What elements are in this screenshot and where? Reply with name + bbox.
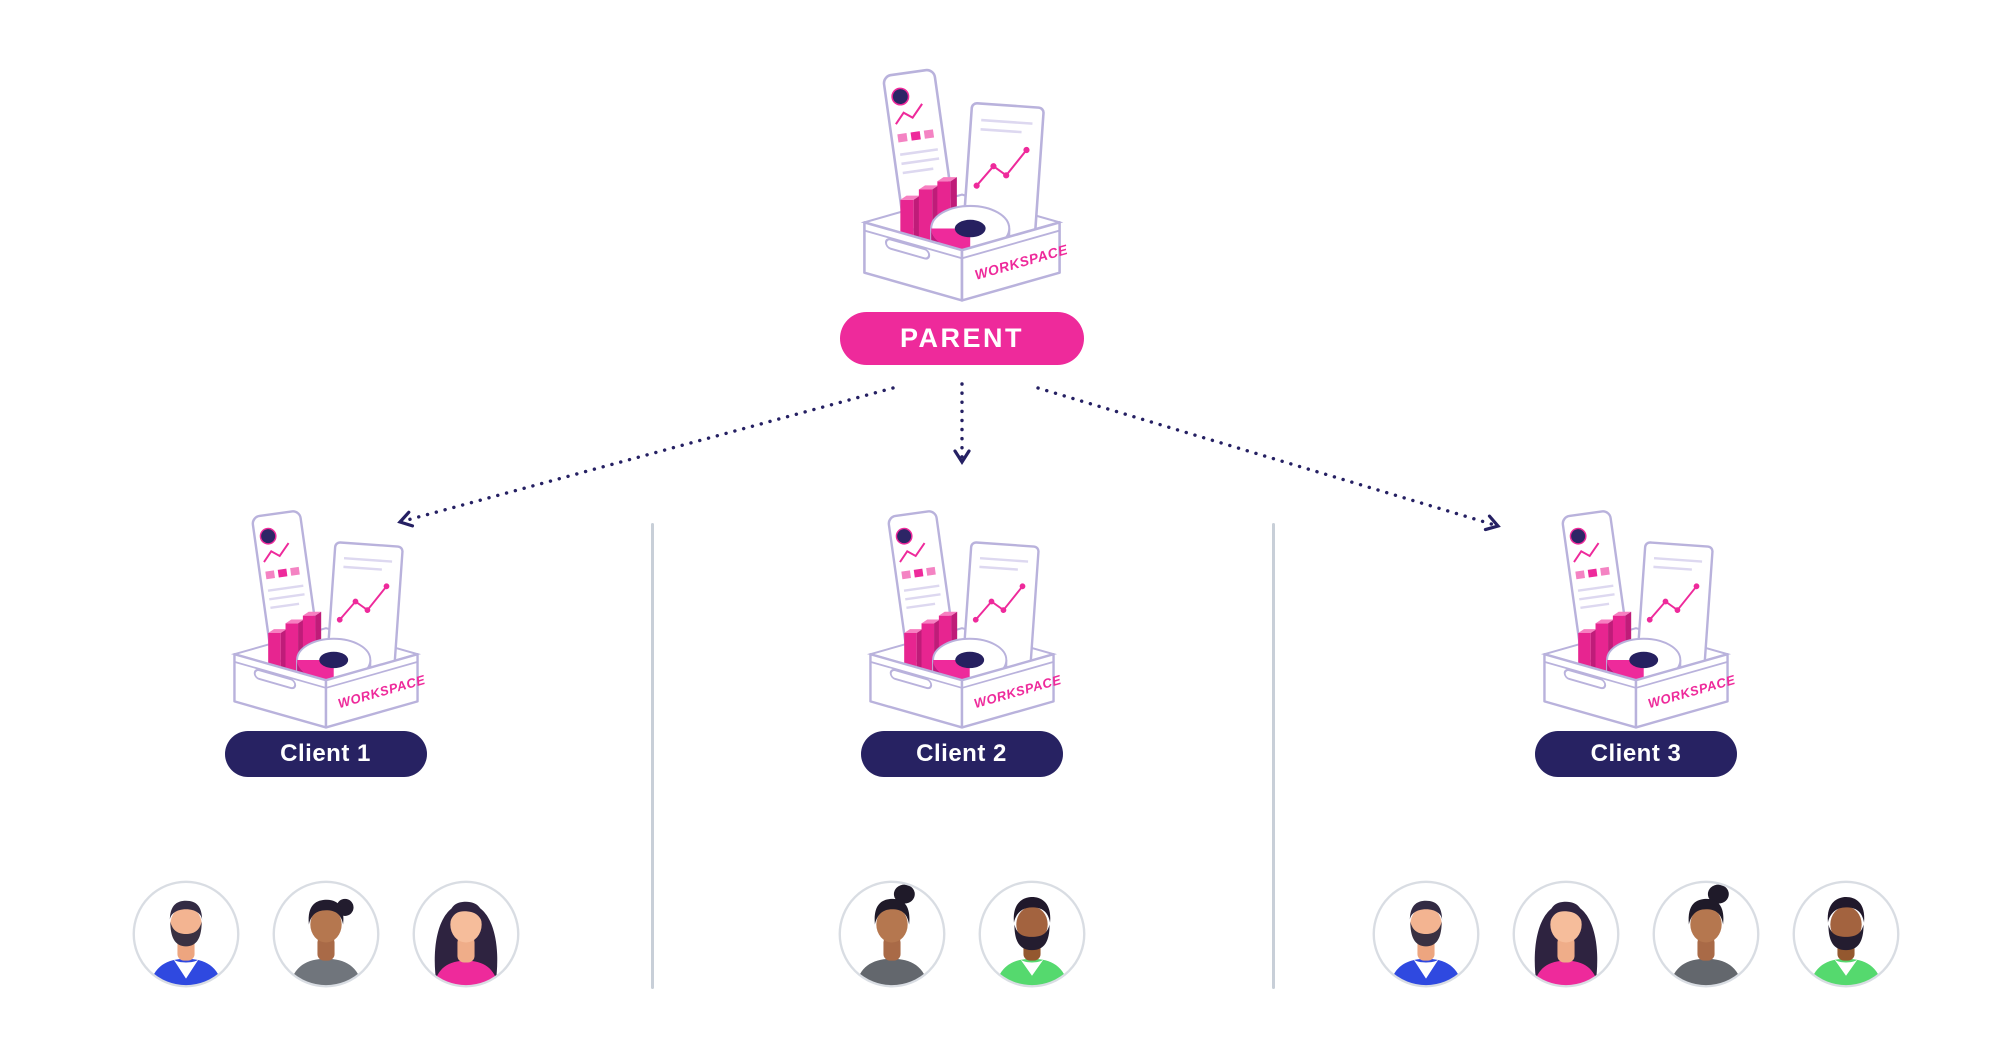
client-1-section: Client 1 bbox=[0, 0, 651, 1060]
avatar-man-beard-blue bbox=[1369, 877, 1483, 991]
client-3-badge: Client 3 bbox=[1535, 731, 1737, 777]
client-1-badge: Client 1 bbox=[224, 731, 427, 777]
avatar-man-beard-green bbox=[975, 877, 1089, 991]
avatar-woman-ponytail-gray bbox=[1649, 877, 1763, 991]
avatar-man-beard-green bbox=[1789, 877, 1903, 991]
client-2-section: Client 2 bbox=[651, 0, 1272, 1060]
client-3-workspace-illustration bbox=[1530, 500, 1742, 735]
avatar-man-beard-blue bbox=[129, 877, 243, 991]
client-1-avatars bbox=[129, 877, 523, 991]
client-3-avatars bbox=[1369, 877, 1903, 991]
column-divider bbox=[651, 523, 654, 989]
client-2-badge: Client 2 bbox=[860, 731, 1063, 777]
avatar-woman-bob-gray bbox=[269, 877, 383, 991]
column-divider bbox=[1272, 523, 1275, 989]
client-2-avatars bbox=[835, 877, 1089, 991]
avatar-woman-ponytail-gray bbox=[835, 877, 949, 991]
client-3-section: Client 3 bbox=[1272, 0, 2000, 1060]
client-1-workspace-illustration bbox=[220, 500, 432, 735]
client-2-workspace-illustration bbox=[856, 500, 1068, 735]
avatar-woman-long-pink bbox=[1509, 877, 1623, 991]
parent-badge: PARENT bbox=[840, 312, 1084, 365]
avatar-woman-long-pink bbox=[409, 877, 523, 991]
